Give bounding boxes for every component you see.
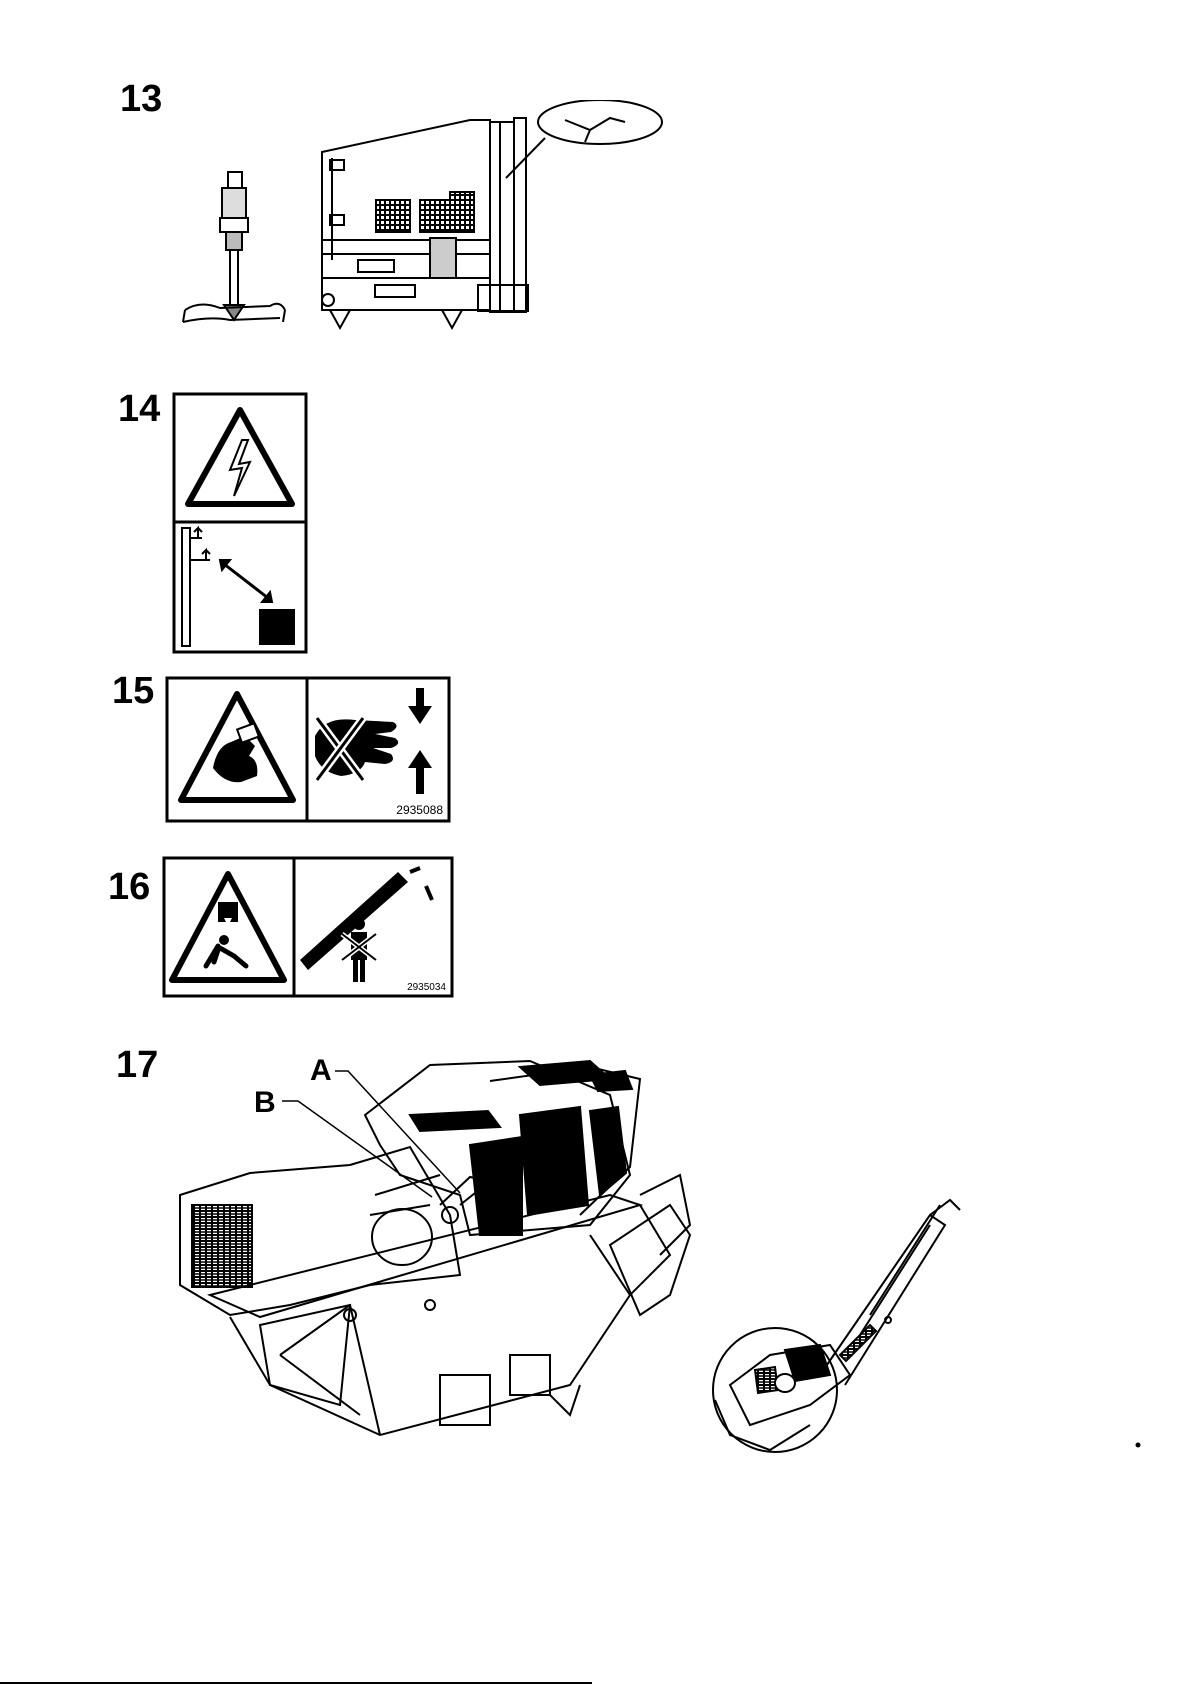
figure-number-17: 17 [116, 1046, 158, 1084]
figure-number-14: 14 [118, 390, 160, 428]
figure-16-falling-load-label: 2935034 [162, 856, 454, 998]
footer-rule [0, 1682, 592, 1684]
figure-17-machine-isometric: A B [170, 1055, 1170, 1495]
figure-number-15: 15 [112, 672, 154, 710]
figure-number-16: 16 [108, 868, 150, 906]
figure-13-strap-and-machine [180, 100, 700, 350]
figure-14-electric-hazard-label [172, 392, 308, 654]
strap-hook-detail-callout [506, 100, 662, 178]
figure-15-hand-crush-label: 2935088 [165, 676, 451, 823]
stray-mark [1137, 1444, 1140, 1447]
callout-label-b: B [254, 1086, 276, 1119]
label-part-number: 2935034 [407, 982, 446, 993]
callout-label-a: A [310, 1055, 332, 1087]
figure-number-13: 13 [120, 80, 162, 118]
overview-inset-drawing [713, 1200, 960, 1452]
ratchet-strap-illustration [183, 172, 285, 322]
label-part-number: 2935088 [396, 803, 443, 817]
machine-side-view [322, 118, 528, 328]
